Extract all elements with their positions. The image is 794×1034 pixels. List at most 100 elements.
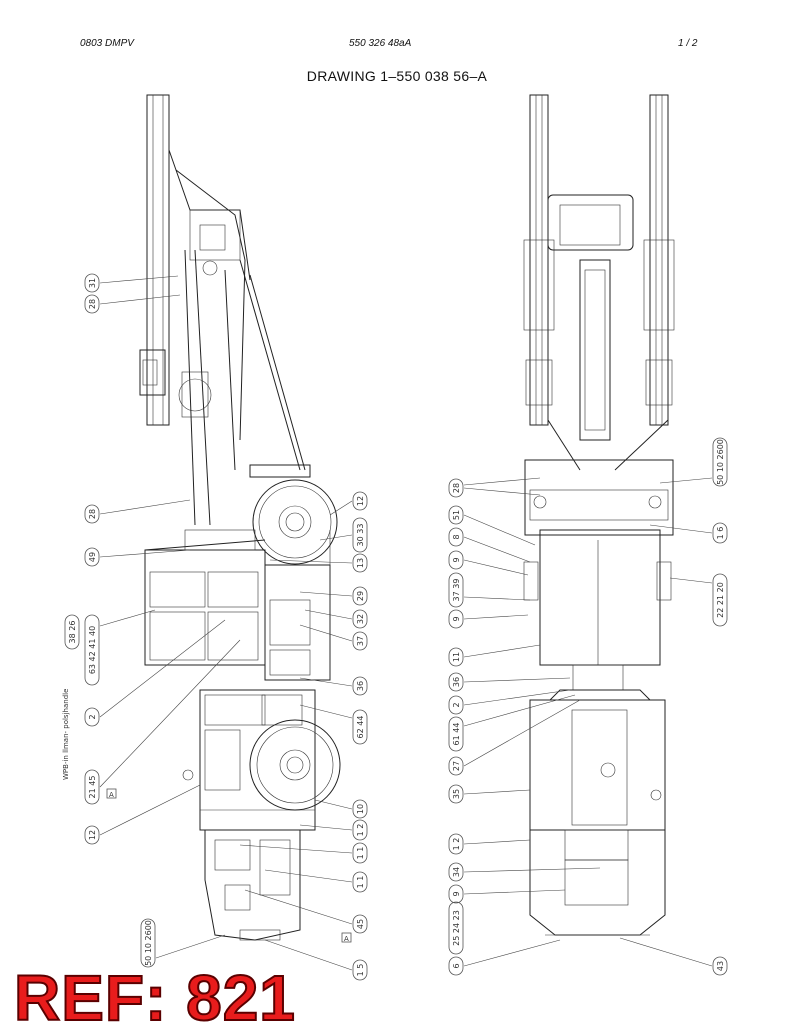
- callout: 32: [352, 609, 368, 629]
- svg-text:11: 11: [452, 652, 461, 662]
- svg-text:9: 9: [452, 557, 461, 562]
- header-page-number: 1 / 2: [678, 38, 698, 49]
- svg-text:43: 43: [716, 961, 725, 971]
- svg-text:61 44: 61 44: [452, 723, 461, 746]
- svg-text:45: 45: [356, 919, 365, 929]
- reference-label: REF: 821: [13, 962, 296, 1034]
- callout: 37 39: [448, 572, 464, 608]
- svg-text:2: 2: [452, 702, 461, 707]
- svg-text:35: 35: [452, 789, 461, 799]
- svg-text:10: 10: [356, 804, 365, 814]
- svg-text:8: 8: [452, 534, 461, 539]
- callout: 25 24 23: [448, 901, 464, 955]
- svg-text:13: 13: [356, 558, 365, 568]
- callout: 50 10 2600: [712, 437, 728, 487]
- svg-text:31: 31: [88, 278, 97, 288]
- callout: 28: [84, 294, 100, 314]
- callout: 9: [448, 609, 464, 629]
- callout: 49: [84, 547, 100, 567]
- handle-position-note: WPB-in llman- polsjhandle: [62, 689, 70, 780]
- callout: 22 21 20: [712, 573, 728, 627]
- drawing-title: DRAWING 1–550 038 56–A: [306, 68, 488, 84]
- callout: 51: [448, 505, 464, 525]
- callout: 36: [448, 672, 464, 692]
- svg-text:50 10 2600: 50 10 2600: [716, 439, 725, 485]
- callout: 50 10 2600: [140, 918, 156, 968]
- svg-text:29: 29: [356, 591, 365, 601]
- callout: 28: [448, 478, 464, 498]
- svg-text:9: 9: [452, 616, 461, 621]
- callout: 62 44: [352, 709, 368, 745]
- callout: 1 2: [448, 833, 464, 855]
- callout: 63 42 41 40: [84, 614, 100, 686]
- svg-text:63 42 41 40: 63 42 41 40: [88, 626, 97, 674]
- callout: 10: [352, 799, 368, 819]
- callout: 31: [84, 273, 100, 293]
- svg-text:37: 37: [356, 636, 365, 646]
- svg-text:36: 36: [452, 677, 461, 687]
- callout: 12: [84, 825, 100, 845]
- callout: 35: [448, 784, 464, 804]
- callout: 27: [448, 756, 464, 776]
- section-marker-left: A: [106, 788, 117, 799]
- svg-text:36: 36: [356, 681, 365, 691]
- callout: 9: [448, 550, 464, 570]
- svg-text:32: 32: [356, 614, 365, 624]
- svg-text:6: 6: [452, 963, 461, 968]
- svg-text:28: 28: [88, 299, 97, 309]
- svg-text:34: 34: [452, 867, 461, 877]
- svg-text:62 44: 62 44: [356, 716, 365, 739]
- header-center: 550 326 48aA: [349, 38, 412, 49]
- svg-text:38 26: 38 26: [68, 621, 77, 644]
- svg-text:28: 28: [452, 483, 461, 493]
- svg-text:1 2: 1 2: [356, 824, 365, 837]
- callout: 1 6: [712, 522, 728, 544]
- svg-text:50 10 2600: 50 10 2600: [144, 920, 153, 966]
- svg-text:1 2: 1 2: [452, 838, 461, 851]
- svg-text:25 24 23: 25 24 23: [452, 910, 461, 946]
- callout: 2: [448, 695, 464, 715]
- callout: 61 44: [448, 716, 464, 752]
- svg-text:30 33: 30 33: [356, 524, 365, 547]
- svg-text:1 1: 1 1: [356, 876, 365, 889]
- svg-text:1 6: 1 6: [716, 527, 725, 540]
- svg-text:21 45: 21 45: [88, 776, 97, 799]
- svg-text:9: 9: [452, 891, 461, 896]
- callout: 1 1: [352, 871, 368, 893]
- svg-text:2: 2: [88, 714, 97, 719]
- callout: 30 33: [352, 517, 368, 553]
- callout: 12: [352, 491, 368, 511]
- callout: 9: [448, 884, 464, 904]
- callout: 34: [448, 862, 464, 882]
- callout: 38 26: [64, 614, 80, 650]
- svg-text:1 1: 1 1: [356, 847, 365, 860]
- callout: 36: [352, 676, 368, 696]
- callout: 21 45: [84, 769, 100, 805]
- callout: 6: [448, 956, 464, 976]
- callout: 43: [712, 956, 728, 976]
- callout: 1 5: [352, 959, 368, 981]
- svg-text:49: 49: [88, 552, 97, 562]
- callouts-right: 28 51 8 9 37 39 9 11 36 2 61 44 27 35 1 …: [448, 437, 728, 976]
- svg-text:51: 51: [452, 510, 461, 520]
- svg-text:A: A: [109, 791, 114, 799]
- svg-text:12: 12: [88, 830, 97, 840]
- callout: 2: [84, 707, 100, 727]
- svg-text:1 5: 1 5: [356, 964, 365, 977]
- svg-text:37 39: 37 39: [452, 579, 461, 602]
- callout: 1 1: [352, 842, 368, 864]
- callout: 1 2: [352, 819, 368, 841]
- svg-text:27: 27: [452, 761, 461, 771]
- header-left: 0803 DMPV: [80, 38, 134, 49]
- svg-text:WPB-in llman- polsjhandle: WPB-in llman- polsjhandle: [62, 689, 70, 780]
- callout: 37: [352, 631, 368, 651]
- svg-text:22 21 20: 22 21 20: [716, 582, 725, 618]
- top-view-drawing: [523, 94, 675, 936]
- callout: 8: [448, 527, 464, 547]
- callout: 29: [352, 586, 368, 606]
- callout: 28: [84, 504, 100, 524]
- svg-text:A: A: [344, 935, 349, 943]
- callouts-left: 31 28 28 49 38 26 63 42 41 40 2 21 45 12…: [64, 273, 368, 981]
- side-view-drawing: [139, 94, 341, 941]
